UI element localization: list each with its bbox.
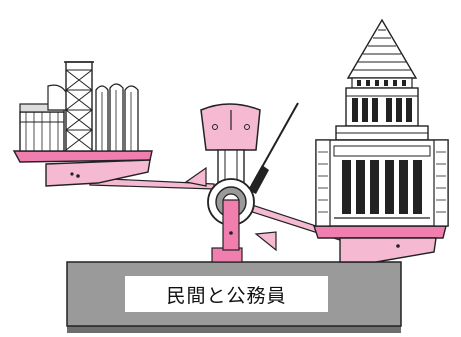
scale-pointer-marks [70,172,74,176]
national-diet-building-icon [315,18,449,227]
caption-box: 民間と公務員 [125,276,328,312]
factory-icon [19,61,139,152]
caption-text: 民間と公務員 [166,284,287,307]
gauge-meter [200,102,299,194]
right-pan [254,225,447,263]
left-pan [12,150,207,187]
